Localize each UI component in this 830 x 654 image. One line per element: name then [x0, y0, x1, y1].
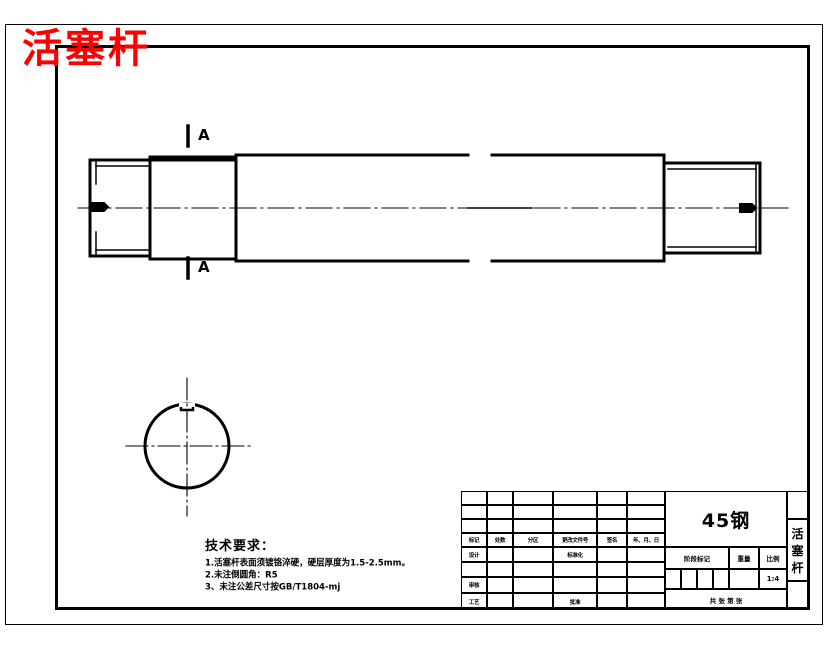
section-marker-a-bottom: A	[198, 258, 210, 276]
revision-cell	[627, 505, 665, 519]
role-value-cell	[627, 562, 665, 577]
role-value-cell	[461, 562, 487, 577]
revision-cell	[487, 505, 513, 519]
revision-header-signature: 签名	[597, 533, 627, 547]
technical-requirement-item: 2.未注倒圆角：R5	[205, 570, 278, 581]
revision-cell	[461, 519, 487, 533]
section-a-a-circle	[125, 377, 251, 517]
role-value-cell	[487, 562, 513, 577]
technical-requirement-item: 1.活塞杆表面须镀铬淬硬，硬层厚度为1.5-2.5mm。	[205, 558, 411, 569]
approval-label: 批准	[553, 593, 597, 610]
stage-sub-cell	[713, 569, 729, 589]
revision-header-date: 年、月、日	[627, 533, 665, 547]
scale-value: 1:4	[759, 569, 787, 589]
role-value-cell	[487, 593, 513, 610]
standardization-label: 标准化	[553, 547, 597, 562]
revision-header-docno: 更改文件号	[553, 533, 597, 547]
role-value-cell	[513, 577, 553, 593]
role-value-cell	[553, 577, 597, 593]
title-block: 标记 处数 分区 更改文件号 签名 年、月、日 设计 标准化 审核 工艺 批准	[461, 491, 810, 610]
revision-cell	[553, 491, 597, 505]
stage-sub-cell	[697, 569, 713, 589]
role-label-design: 设计	[461, 547, 487, 562]
technical-requirements-block: 技术要求： 1.活塞杆表面须镀铬淬硬，硬层厚度为1.5-2.5mm。 2.未注倒…	[205, 535, 440, 593]
material-cell: 45钢	[665, 491, 787, 547]
revision-header-zone: 分区	[513, 533, 553, 547]
drawing-red-title: 活塞杆	[22, 26, 151, 72]
revision-cell	[513, 491, 553, 505]
revision-cell	[513, 505, 553, 519]
scale-header: 比例	[759, 547, 787, 569]
role-value-cell	[487, 547, 513, 562]
revision-cell	[461, 505, 487, 519]
sheet-outer-border	[5, 24, 823, 625]
revision-cell	[597, 505, 627, 519]
sheet-inner-frame	[55, 45, 810, 610]
rod-main-shaft-right	[490, 153, 666, 263]
stage-sub-cell	[665, 569, 681, 589]
revision-cell	[553, 519, 597, 533]
weight-value-cell	[729, 569, 759, 589]
role-value-cell	[597, 562, 627, 577]
revision-cell	[597, 519, 627, 533]
stage-mark-header: 阶段标记	[665, 547, 729, 569]
section-marker-a-top: A	[198, 126, 210, 144]
role-value-cell	[597, 593, 627, 610]
revision-cell	[627, 519, 665, 533]
technical-requirements-heading: 技术要求：	[205, 539, 276, 554]
revision-cell	[597, 491, 627, 505]
technical-requirement-item: 3、未注公差尺寸按GB/T1804-mj	[205, 582, 341, 593]
role-value-cell	[597, 547, 627, 562]
role-value-cell	[597, 577, 627, 593]
revision-cell	[487, 491, 513, 505]
role-value-cell	[513, 562, 553, 577]
stage-sub-cell	[681, 569, 697, 589]
revision-cell	[513, 519, 553, 533]
role-label-review: 审核	[461, 577, 487, 593]
role-label-process: 工艺	[461, 593, 487, 610]
role-value-cell	[487, 577, 513, 593]
revision-cell	[553, 505, 597, 519]
revision-cell	[627, 491, 665, 505]
role-value-cell	[627, 547, 665, 562]
revision-cell	[461, 491, 487, 505]
revision-header-count: 处数	[487, 533, 513, 547]
part-name-column-frame	[787, 491, 810, 610]
role-value-cell	[627, 593, 665, 610]
role-value-cell	[553, 562, 597, 577]
sheet-count-cell: 共 张 第 张	[665, 589, 787, 610]
weight-header: 重量	[729, 547, 759, 569]
revision-cell	[487, 519, 513, 533]
role-value-cell	[513, 547, 553, 562]
role-value-cell	[513, 593, 553, 610]
role-value-cell	[627, 577, 665, 593]
revision-header-mark: 标记	[461, 533, 487, 547]
